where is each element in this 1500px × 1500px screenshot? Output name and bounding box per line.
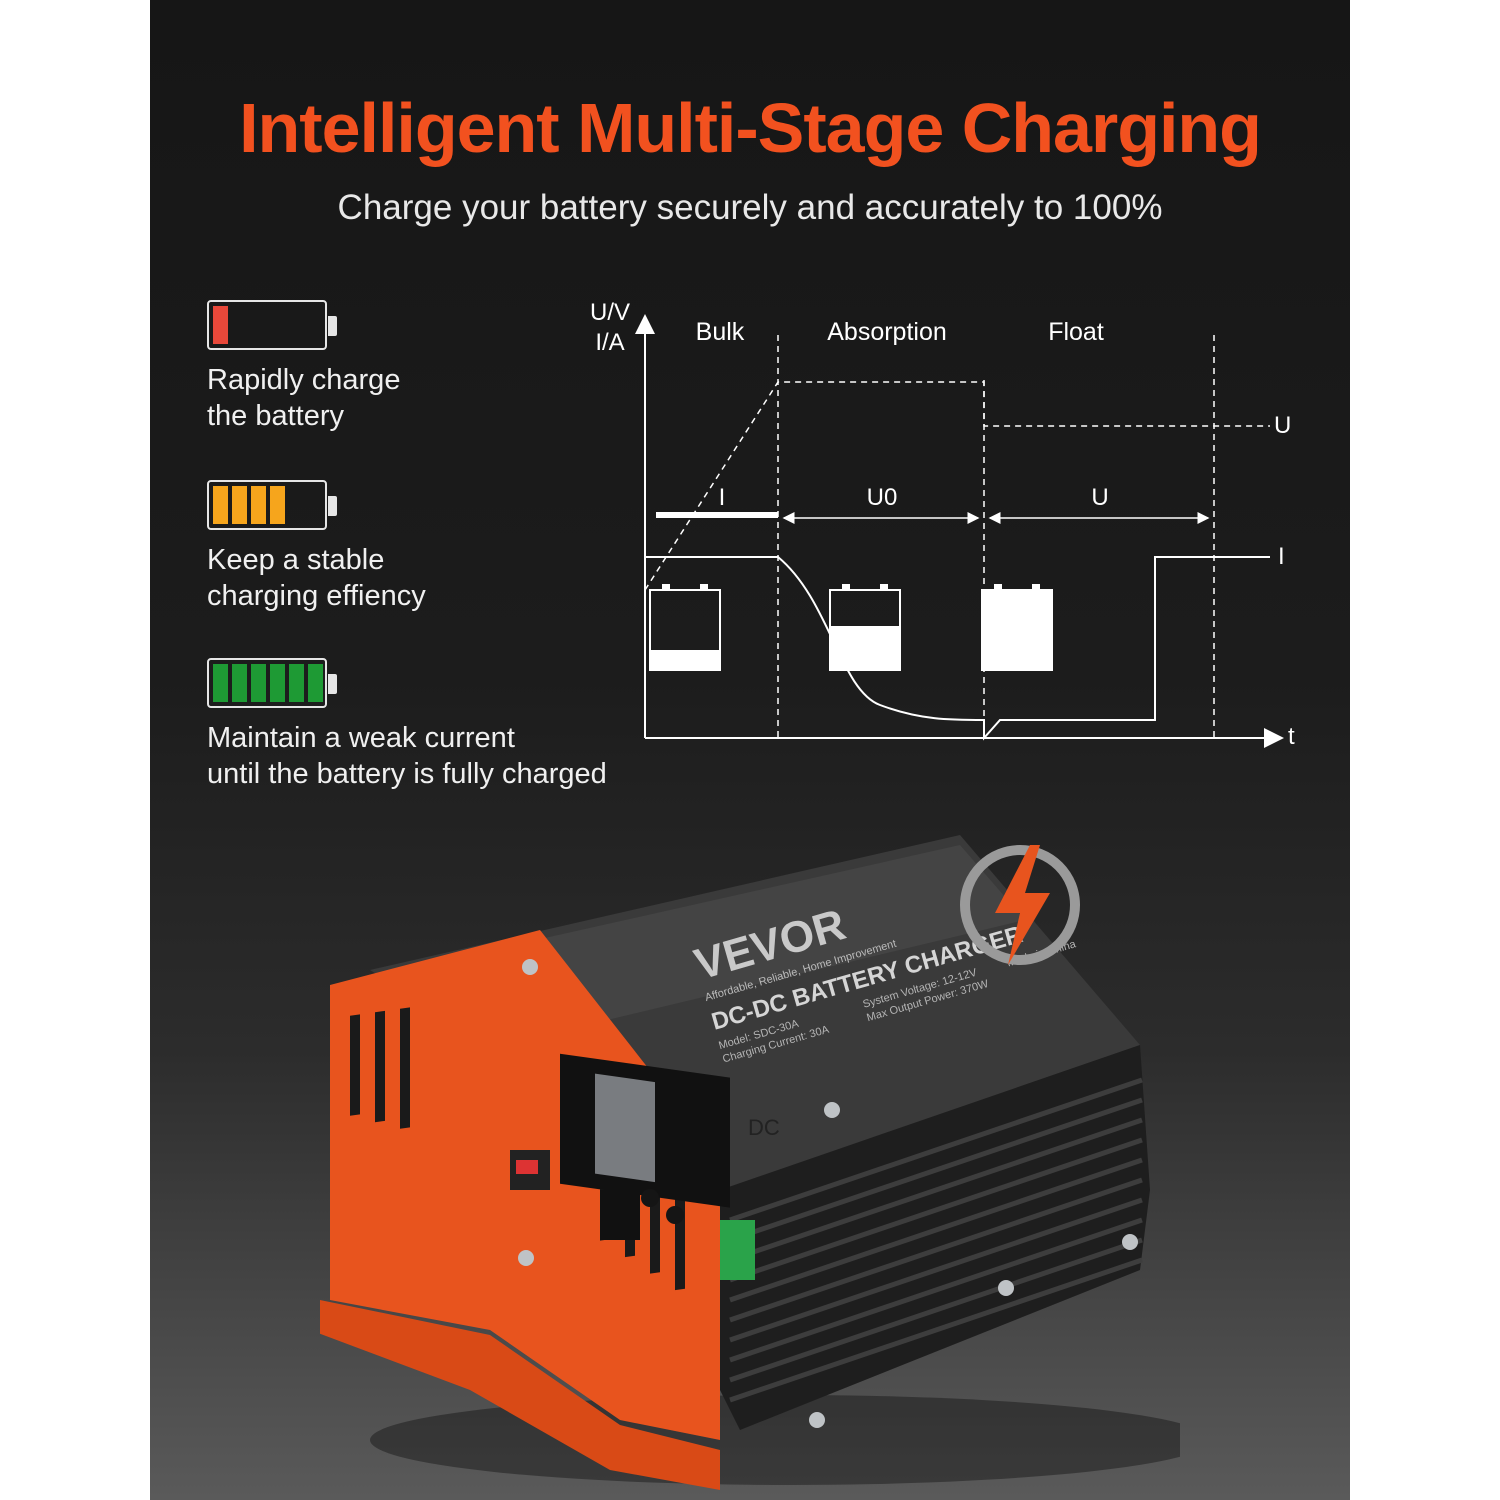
- diagram-battery-icon: [649, 584, 721, 671]
- diagram-battery-icon: [981, 584, 1053, 671]
- battery-cell: [289, 664, 304, 702]
- mounting-flange: [320, 1300, 720, 1490]
- lightning-logo: [960, 845, 1080, 965]
- x-axis-label: t: [1288, 723, 1295, 750]
- subheadline: Charge your battery securely and accurat…: [337, 188, 1163, 227]
- right-label-i: I: [1278, 543, 1285, 570]
- battery-cell: [308, 664, 323, 702]
- battery-terminal: [662, 584, 670, 590]
- battery-cell: [232, 486, 247, 524]
- battery-terminal: [700, 584, 708, 590]
- device-heatsink: [720, 1045, 1150, 1430]
- heatsink-fins: [729, 1077, 1143, 1403]
- phase-label-float: Float: [1048, 318, 1104, 346]
- y-axis-label-bottom: I/A: [595, 329, 624, 356]
- charger-device-illustration: DC VEVOR Affordable, Reliable, Home Impr…: [320, 835, 1180, 1490]
- battery-cells: [213, 306, 228, 344]
- battery-full-icon: [207, 658, 337, 708]
- hero-panel: Intelligent Multi-Stage Charging Charge …: [150, 0, 1350, 1500]
- battery-cell: [251, 664, 266, 702]
- diagram-battery-icon: [829, 584, 901, 671]
- battery-cell: [270, 664, 285, 702]
- status-led: [666, 1206, 684, 1224]
- phase-label-absorption: Absorption: [827, 318, 947, 346]
- battery-low-icon: [207, 300, 337, 350]
- battery-terminal: [880, 584, 888, 590]
- rj-port: [600, 1190, 640, 1240]
- battery-cell: [232, 664, 247, 702]
- battery-cell: [213, 306, 228, 344]
- current-label: I: [719, 484, 726, 511]
- current-curve: [645, 556, 1270, 741]
- stage-text: Rapidly charge the battery: [207, 364, 401, 432]
- y-axis-label-top: U/V: [590, 299, 630, 326]
- voltage-label-u0: U0: [867, 484, 898, 511]
- battery-terminal: [328, 674, 337, 694]
- charging-curve-diagram: U/V I/A t Bulk Absorption Float U I I U0…: [590, 299, 1295, 750]
- battery-terminal: [328, 316, 337, 336]
- terminal-block: [720, 1220, 755, 1280]
- stage-text: Keep a stable charging effiency: [207, 544, 426, 612]
- battery-medium-icon: [207, 480, 337, 530]
- phase-label-bulk: Bulk: [696, 318, 745, 346]
- battery-fill: [650, 650, 720, 670]
- battery-cell: [213, 664, 228, 702]
- stage-float: Maintain a weak current until the batter…: [207, 658, 607, 792]
- right-label-u: U: [1274, 412, 1291, 439]
- battery-fill: [982, 590, 1052, 670]
- stage-absorption: Keep a stable charging effiency: [207, 480, 426, 614]
- status-led: [641, 1189, 659, 1207]
- port-label: DC: [748, 1115, 780, 1140]
- battery-cell: [270, 486, 285, 524]
- stage-bulk: Rapidly charge the battery: [207, 300, 400, 434]
- battery-terminal: [328, 496, 337, 516]
- battery-terminal: [1032, 584, 1040, 590]
- battery-cell: [213, 486, 228, 524]
- battery-cells: [213, 664, 323, 702]
- headline: Intelligent Multi-Stage Charging: [239, 89, 1262, 167]
- battery-terminal: [842, 584, 850, 590]
- screws: [518, 959, 1138, 1428]
- battery-terminal: [994, 584, 1002, 590]
- battery-cell: [251, 486, 266, 524]
- voltage-label-u: U: [1091, 484, 1108, 511]
- battery-cells: [213, 486, 285, 524]
- diagram-batteries: [649, 584, 1053, 671]
- voltage-curve: [644, 381, 1270, 591]
- battery-fill: [830, 626, 900, 670]
- stage-text: Maintain a weak current until the batter…: [207, 722, 607, 790]
